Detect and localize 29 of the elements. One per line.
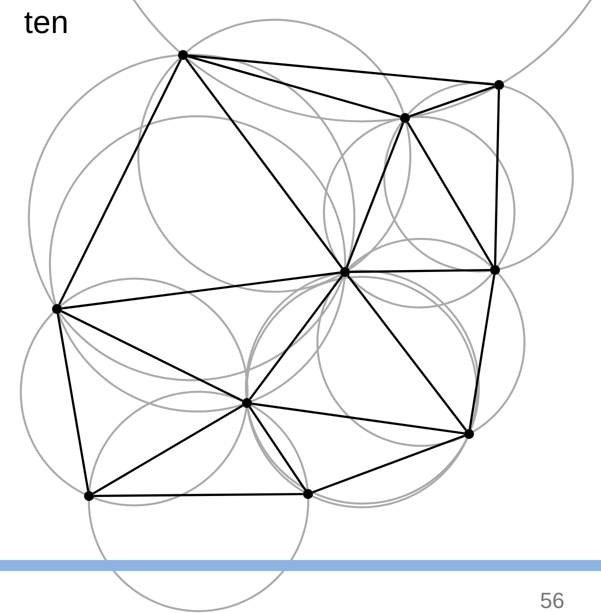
triangle-edge — [409, 86, 495, 118]
triangle-edge — [350, 268, 490, 274]
vertex-dot — [52, 304, 62, 314]
vertex-dot — [84, 491, 94, 501]
triangle-edge — [61, 310, 243, 402]
triangle-edge — [188, 54, 494, 86]
heading-text: ten — [24, 4, 68, 41]
triangle-edge — [252, 402, 464, 434]
vertex-dot — [400, 113, 410, 123]
triangle-edge — [92, 404, 244, 494]
triangle-edge — [94, 492, 303, 498]
triangle-edge — [312, 434, 465, 494]
triangle-edge — [62, 272, 340, 310]
triangle-edge — [56, 314, 90, 492]
vertex-dot — [464, 429, 474, 439]
vertex-dot — [242, 398, 252, 408]
triangle-edge — [248, 406, 306, 490]
vertex-dot — [303, 489, 313, 499]
triangle-edge — [185, 58, 343, 269]
triangle-edge — [58, 59, 182, 305]
triangle-edge — [249, 275, 343, 400]
triangle-edge — [468, 274, 496, 430]
triangle-edge — [346, 122, 404, 268]
triangle-edge — [406, 122, 494, 266]
triangle-edge — [188, 55, 400, 118]
vertex-dot — [494, 80, 504, 90]
triangle-edge — [494, 90, 500, 266]
page-number: 56 — [540, 588, 564, 613]
triangle-edge — [347, 275, 467, 431]
